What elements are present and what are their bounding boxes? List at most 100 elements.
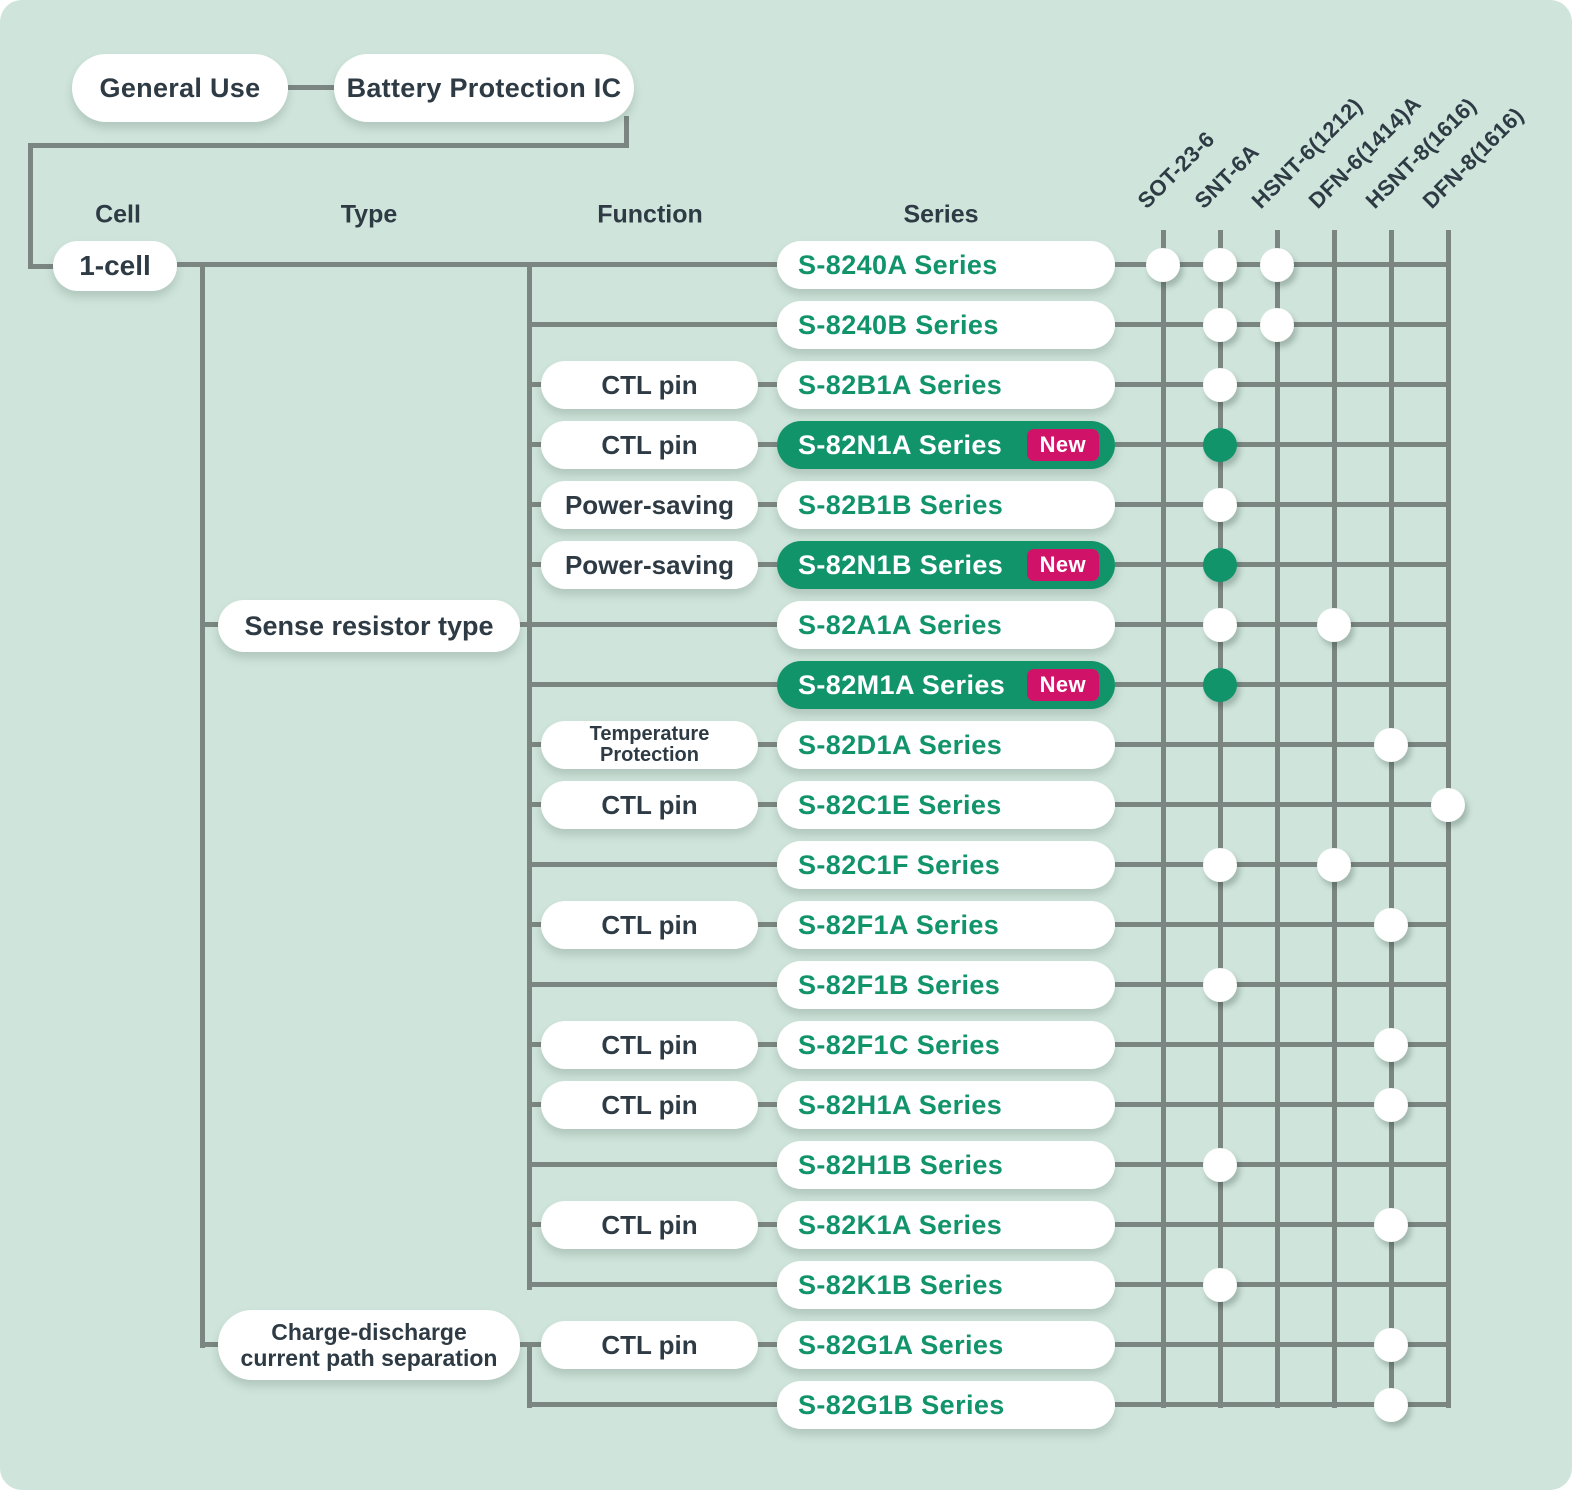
series-pill[interactable]: S-82K1B Series [777,1261,1115,1309]
series-label: S-82G1A Series [798,1329,1004,1360]
row-matrix-line [1115,442,1451,447]
series-pill[interactable]: S-82C1E Series [777,781,1115,829]
row-matrix-line [1115,982,1451,987]
package-availability-dot [1260,248,1294,282]
series-label: S-82C1E Series [798,789,1002,820]
series-pill[interactable]: S-82F1A Series [777,901,1115,949]
function-pill: Power-saving [541,481,758,529]
function-pill: CTL pin [541,781,758,829]
series-pill[interactable]: S-82D1A Series [777,721,1115,769]
series-label: S-8240A Series [798,249,998,280]
series-label: S-82B1A Series [798,369,1003,400]
row-matrix-line [1115,922,1451,927]
package-availability-dot [1431,788,1465,822]
series-pill[interactable]: S-82B1A Series [777,361,1115,409]
series-pill[interactable]: S-82F1C Series [777,1021,1115,1069]
series-label: S-82G1B Series [798,1389,1005,1420]
function-label: CTL pin [601,790,698,820]
row-matrix-line [1115,742,1451,747]
function-label: CTL pin [601,910,698,940]
type-label: Sense resistor type [244,611,494,641]
function-label: CTL pin [601,370,698,400]
connector-line [288,85,334,90]
function-label: Temperature Protection [589,723,710,766]
new-badge: New [1026,429,1099,461]
row-branch-line [529,982,777,987]
series-label: S-82F1A Series [798,909,1000,940]
connector-line [624,116,629,148]
package-availability-dot [1203,548,1237,582]
package-availability-dot [1203,248,1237,282]
new-badge: New [1026,669,1099,701]
series-label: S-82F1C Series [798,1029,1001,1060]
package-availability-dot [1374,908,1408,942]
package-availability-dot [1203,1268,1237,1302]
row-matrix-line [1115,1042,1451,1047]
series-label: S-8240B Series [798,309,999,340]
function-pill: CTL pin [541,1201,758,1249]
series-pill[interactable]: S-82H1B Series [777,1141,1115,1189]
row-matrix-line [1115,1222,1451,1227]
series-pill[interactable]: S-82M1A Series New [777,661,1115,709]
series-pill[interactable]: S-82G1A Series [777,1321,1115,1369]
row-matrix-line [1115,682,1451,687]
series-pill[interactable]: S-82K1A Series [777,1201,1115,1249]
row-matrix-line [1115,802,1451,807]
function-pill: CTL pin [541,901,758,949]
series-pill[interactable]: S-82A1A Series [777,601,1115,649]
package-availability-dot [1203,848,1237,882]
series-pill[interactable]: S-82C1F Series [777,841,1115,889]
row-branch-line [529,1162,777,1167]
function-label: CTL pin [601,430,698,460]
series-label: S-82K1A Series [798,1209,1003,1240]
package-availability-dot [1203,428,1237,462]
type-pill-charge-discharge-separation: Charge-discharge current path separation [218,1310,520,1380]
package-availability-dot [1203,1148,1237,1182]
row-matrix-line [1115,1342,1451,1347]
function-label: Power-saving [564,550,735,580]
package-availability-dot [1203,608,1237,642]
package-availability-dot [1203,308,1237,342]
type-label: Charge-discharge current path separation [240,1319,498,1371]
package-availability-dot [1203,488,1237,522]
package-availability-dot [1374,1208,1408,1242]
package-availability-dot [1203,668,1237,702]
row-matrix-line [1115,1282,1451,1287]
row-matrix-line [1115,1102,1451,1107]
connector-line [28,264,58,269]
series-pill[interactable]: S-8240A Series [777,241,1115,289]
package-availability-dot [1374,1328,1408,1362]
function-pill: CTL pin [541,421,758,469]
row-matrix-line [1115,502,1451,507]
series-pill[interactable]: S-82H1A Series [777,1081,1115,1129]
cell-pill-1-cell: 1-cell [53,241,177,291]
package-column-line [1218,230,1223,1408]
series-pill[interactable]: S-82B1B Series [777,481,1115,529]
row-matrix-line [1115,1162,1451,1167]
series-pill[interactable]: S-82G1B Series [777,1381,1115,1429]
function-trunk-line [527,262,532,1290]
row-branch-line [529,1282,777,1287]
connector-line [28,143,629,148]
row-matrix-line [1115,382,1451,387]
series-label: S-82M1A Series [798,669,1006,700]
row-branch-line [529,682,777,687]
series-label: S-82F1B Series [798,969,1001,1000]
function-pill: CTL pin [541,361,758,409]
column-header-function: Function [597,200,703,229]
category-pill-battery-protection-ic: Battery Protection IC [334,54,634,122]
package-availability-dot [1203,368,1237,402]
row-matrix-line [1115,622,1451,627]
series-label: S-82D1A Series [798,729,1003,760]
function-label: CTL pin [601,1090,698,1120]
series-pill[interactable]: S-8240B Series [777,301,1115,349]
series-pill[interactable]: S-82F1B Series [777,961,1115,1009]
package-availability-dot [1260,308,1294,342]
package-column-line [1332,230,1337,1408]
series-label: S-82B1B Series [798,489,1004,520]
package-availability-dot [1374,1088,1408,1122]
new-badge: New [1026,549,1099,581]
package-availability-dot [1374,728,1408,762]
